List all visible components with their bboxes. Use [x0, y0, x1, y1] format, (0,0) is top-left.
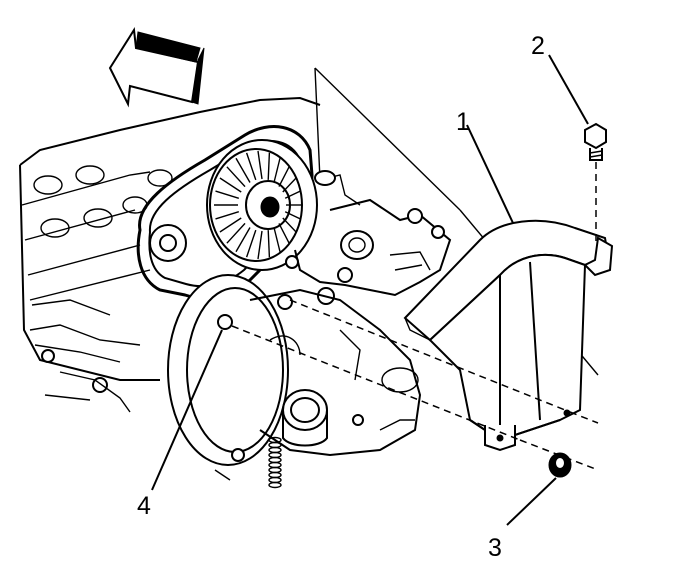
cover-shield	[403, 219, 614, 452]
timing-cover	[167, 274, 422, 489]
callout-4: 4	[137, 492, 151, 520]
callout-1: 1	[456, 108, 470, 136]
bolt	[584, 122, 607, 245]
pulley	[206, 139, 318, 271]
engine-block	[19, 96, 321, 413]
stud-centerlines	[231, 299, 599, 471]
nut	[548, 452, 572, 478]
callout-3: 3	[488, 534, 502, 562]
accessory-bracket	[285, 67, 452, 305]
direction-arrow-icon	[108, 27, 205, 108]
drive-belt	[136, 125, 314, 300]
callout-leaders	[151, 54, 589, 526]
callout-2: 2	[531, 32, 545, 60]
